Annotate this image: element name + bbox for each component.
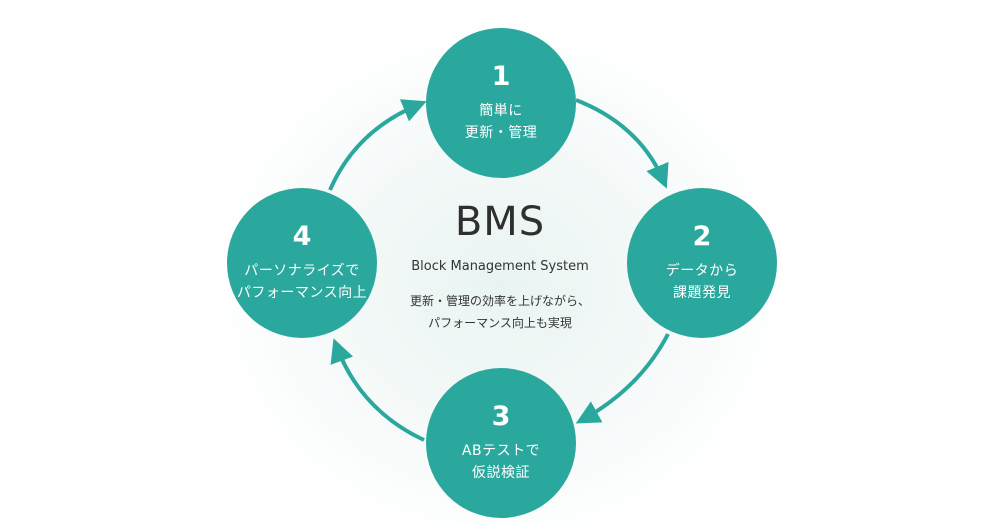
- step-4-label-line-1: パーソナライズで: [244, 263, 360, 279]
- step-1-circle: 1 簡単に 更新・管理: [426, 28, 576, 178]
- arrow-step1-to-step2: [575, 98, 669, 189]
- step-1-label: 簡単に 更新・管理: [426, 100, 576, 144]
- step-4-circle: 4 パーソナライズで パフォーマンス向上: [227, 188, 377, 338]
- step-1-label-line-2: 更新・管理: [464, 125, 538, 141]
- step-4-label-line-2: パフォーマンス向上: [236, 285, 368, 301]
- step-3-label: ABテストで 仮説検証: [426, 440, 576, 484]
- step-4-label: パーソナライズで パフォーマンス向上: [227, 260, 377, 304]
- step-2-label-line-1: データから: [665, 263, 739, 279]
- step-3-label-line-1: ABテストで: [461, 443, 541, 459]
- step-2-number: 2: [692, 221, 712, 252]
- arrow-step2-to-step3: [575, 333, 670, 424]
- step-1-label-line-1: 簡単に: [479, 103, 523, 119]
- step-2-label: データから 課題発見: [627, 260, 777, 304]
- arrow-step3-to-step4: [330, 338, 425, 442]
- step-3-circle: 3 ABテストで 仮説検証: [426, 368, 576, 518]
- step-4-number: 4: [292, 221, 312, 252]
- center-description: 更新・管理の効率を上げながら、 パフォーマンス向上も実現: [360, 290, 640, 334]
- step-2-label-line-2: 課題発見: [673, 285, 731, 301]
- step-3-label-line-2: 仮説検証: [472, 465, 530, 481]
- center-subtitle: Block Management System: [411, 259, 589, 274]
- step-1-number: 1: [491, 61, 511, 92]
- center-text-block: BMS Block Management System 更新・管理の効率を上げな…: [360, 200, 640, 334]
- step-3-number: 3: [491, 401, 511, 432]
- center-description-line-1: 更新・管理の効率を上げながら、: [409, 294, 590, 308]
- arrow-step4-to-step1: [328, 99, 427, 191]
- center-title: BMS: [454, 199, 546, 245]
- step-2-circle: 2 データから 課題発見: [627, 188, 777, 338]
- center-description-line-2: パフォーマンス向上も実現: [428, 316, 572, 330]
